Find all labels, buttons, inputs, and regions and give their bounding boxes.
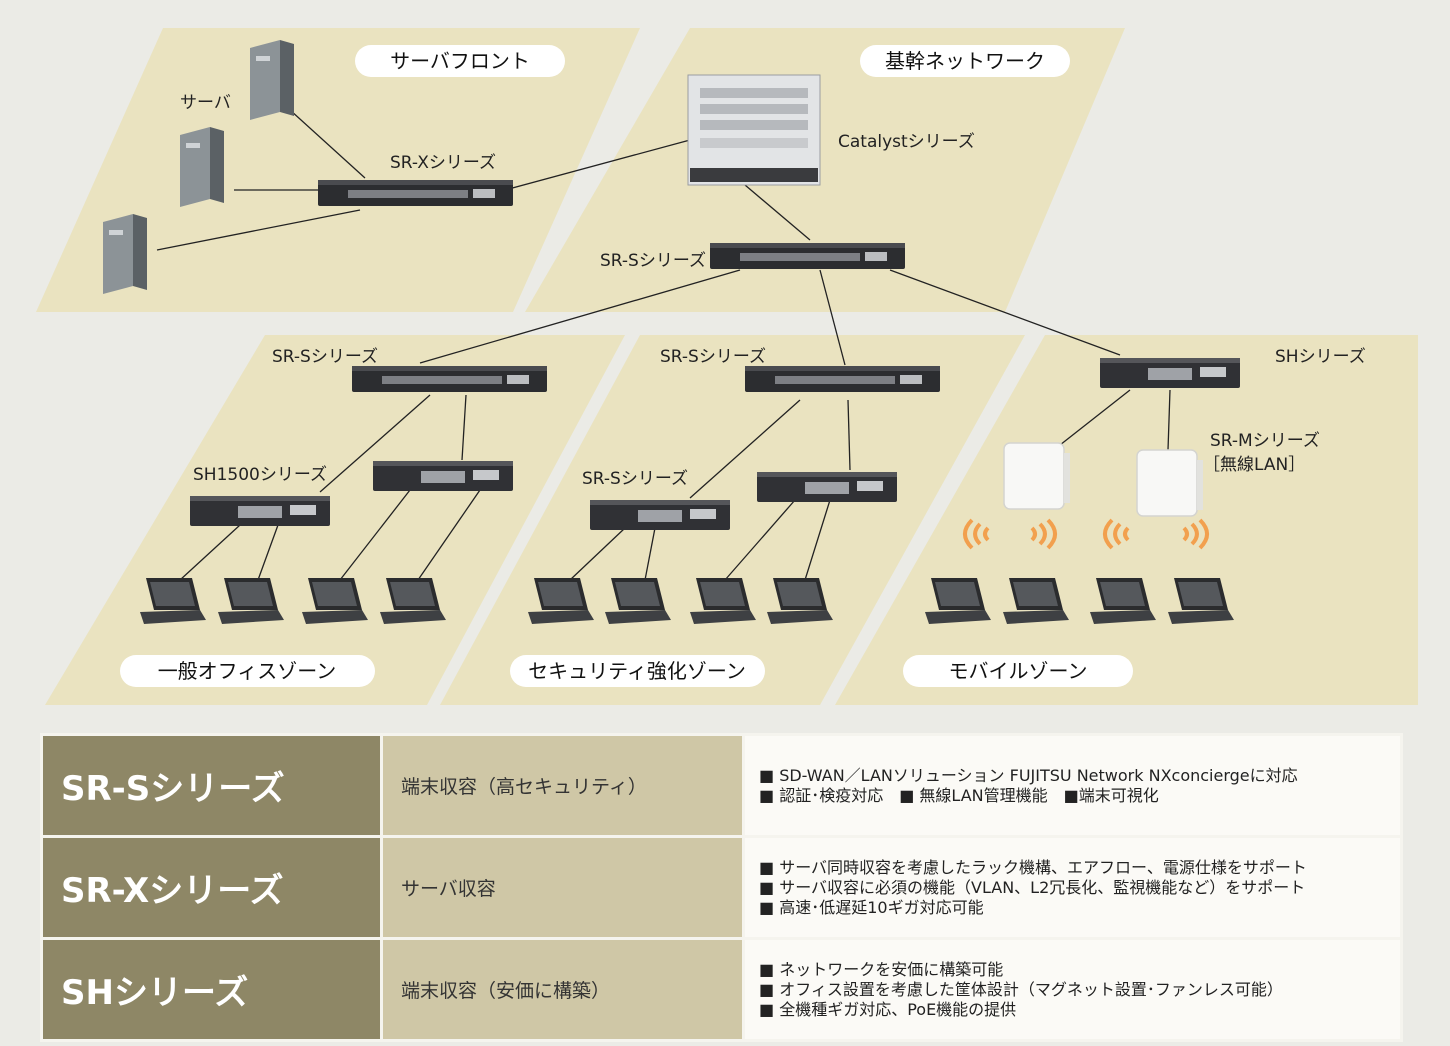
description-line: ■ サーバ同時収容を考慮したラック機構、エアフロー、電源仕様をサポート bbox=[759, 857, 1307, 877]
zone-label-office: 一般オフィスゾーン bbox=[120, 655, 375, 687]
srs-security-switch-icon bbox=[745, 366, 940, 392]
description-line: ■ 認証･検疫対応 ■ 無線LAN管理機能 ■端末可視化 bbox=[759, 785, 1159, 805]
label-srs-office: SR-Sシリーズ bbox=[272, 347, 378, 367]
description-line: ■ ネットワークを安価に構築可能 bbox=[759, 959, 1004, 979]
sh-switch-icon bbox=[373, 461, 513, 491]
srs-security-sub-switch-icon bbox=[590, 500, 730, 530]
srs-core-switch-icon bbox=[710, 243, 905, 269]
series-use: 端末収容（高セキュリティ） bbox=[380, 733, 745, 838]
label-server: サーバ bbox=[180, 93, 231, 113]
series-use: サーバ収容 bbox=[380, 835, 745, 940]
access-point-icon bbox=[1136, 449, 1204, 517]
series-table: SR-Sシリーズ 端末収容（高セキュリティ） ■ SD-WAN／LANソリューシ… bbox=[40, 733, 1403, 1042]
catalyst-chassis-icon bbox=[687, 74, 821, 186]
sh-switch-icon bbox=[757, 472, 897, 502]
zone-backbone bbox=[525, 28, 1125, 312]
sh1500-switch-icon bbox=[190, 496, 330, 526]
table-row: SR-Sシリーズ 端末収容（高セキュリティ） ■ SD-WAN／LANソリューシ… bbox=[40, 733, 1403, 838]
series-description: ■ ネットワークを安価に構築可能 ■ オフィス設置を考慮した筐体設計（マグネット… bbox=[742, 937, 1403, 1042]
zone-label-server-front: サーバフロント bbox=[355, 45, 565, 77]
server-icon bbox=[103, 214, 147, 294]
srx-switch-icon bbox=[318, 180, 513, 206]
access-point-icon bbox=[1003, 442, 1071, 510]
svg-text:基幹ネットワーク: 基幹ネットワーク bbox=[885, 49, 1045, 73]
label-catalyst: Catalystシリーズ bbox=[838, 132, 975, 152]
svg-text:セキュリティ強化ゾーン: セキュリティ強化ゾーン bbox=[528, 659, 746, 683]
svg-text:モバイルゾーン: モバイルゾーン bbox=[949, 659, 1088, 683]
series-name: SHシリーズ bbox=[40, 937, 383, 1042]
description-line: ■ SD-WAN／LANソリューション FUJITSU Network NXco… bbox=[759, 765, 1298, 785]
label-srs-security-sub: SR-Sシリーズ bbox=[582, 469, 688, 489]
series-name: SR-Xシリーズ bbox=[40, 835, 383, 940]
zone-label-mobile: モバイルゾーン bbox=[903, 655, 1133, 687]
server-icon bbox=[180, 127, 224, 207]
svg-text:サーバフロント: サーバフロント bbox=[390, 49, 530, 73]
series-description: ■ サーバ同時収容を考慮したラック機構、エアフロー、電源仕様をサポート ■ サー… bbox=[742, 835, 1403, 940]
sh-series-switch-icon bbox=[1100, 358, 1240, 388]
svg-text:一般オフィスゾーン: 一般オフィスゾーン bbox=[158, 659, 337, 683]
description-line: ■ サーバ収容に必須の機能（VLAN、L2冗長化、監視機能など）をサポート bbox=[759, 877, 1306, 897]
series-use: 端末収容（安価に構築） bbox=[380, 937, 745, 1042]
label-srm-wireless: ［無線LAN］ bbox=[1203, 455, 1305, 475]
zone-server-front bbox=[36, 28, 640, 312]
label-srx: SR-Xシリーズ bbox=[390, 153, 496, 173]
zone-label-backbone: 基幹ネットワーク bbox=[860, 45, 1070, 77]
zone-label-security: セキュリティ強化ゾーン bbox=[510, 655, 765, 687]
label-srs-core: SR-Sシリーズ bbox=[600, 251, 706, 271]
description-line: ■ 全機種ギガ対応、PoE機能の提供 bbox=[759, 999, 1017, 1019]
series-description: ■ SD-WAN／LANソリューション FUJITSU Network NXco… bbox=[742, 733, 1403, 838]
description-line: ■ 高速･低遅延10ギガ対応可能 bbox=[759, 897, 984, 917]
server-icon bbox=[250, 40, 294, 120]
srs-office-switch-icon bbox=[352, 366, 547, 392]
label-sh1500: SH1500シリーズ bbox=[193, 465, 327, 485]
network-diagram: サーバフロント 基幹ネットワーク 一般オフィスゾーン セキュリティ強化ゾーン モ… bbox=[36, 28, 1418, 705]
label-sh: SHシリーズ bbox=[1275, 347, 1366, 367]
description-line: ■ オフィス設置を考慮した筐体設計（マグネット設置･ファンレス可能） bbox=[759, 979, 1283, 999]
label-srm: SR-Mシリーズ bbox=[1210, 431, 1320, 451]
series-name: SR-Sシリーズ bbox=[40, 733, 383, 838]
table-row: SR-Xシリーズ サーバ収容 ■ サーバ同時収容を考慮したラック機構、エアフロー… bbox=[40, 835, 1403, 940]
connection-lines bbox=[156, 109, 1171, 581]
label-srs-security-top: SR-Sシリーズ bbox=[660, 347, 766, 367]
table-row: SHシリーズ 端末収容（安価に構築） ■ ネットワークを安価に構築可能 ■ オフ… bbox=[40, 937, 1403, 1042]
